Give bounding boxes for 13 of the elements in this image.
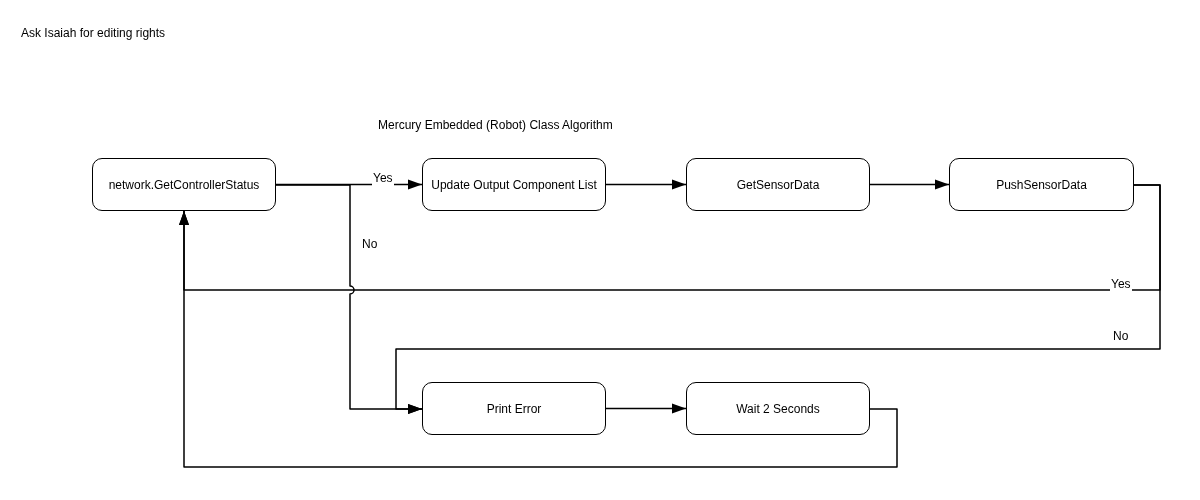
process-box: network.GetControllerStatus bbox=[92, 158, 276, 211]
process-box: Print Error bbox=[422, 382, 606, 435]
process-box: Update Output Component List bbox=[422, 158, 606, 211]
diagram-title: Mercury Embedded (Robot) Class Algorithm bbox=[378, 117, 613, 134]
arrow bbox=[179, 210, 898, 468]
process-box: Wait 2 Seconds bbox=[686, 382, 870, 435]
arrow bbox=[605, 403, 687, 414]
arrow bbox=[869, 179, 950, 190]
arrow bbox=[605, 179, 687, 190]
arrow bbox=[395, 184, 1161, 414]
process-box: PushSensorData bbox=[949, 158, 1134, 211]
process-box: GetSensorData bbox=[686, 158, 870, 211]
note-text: Ask Isaiah for editing rights bbox=[21, 25, 166, 42]
